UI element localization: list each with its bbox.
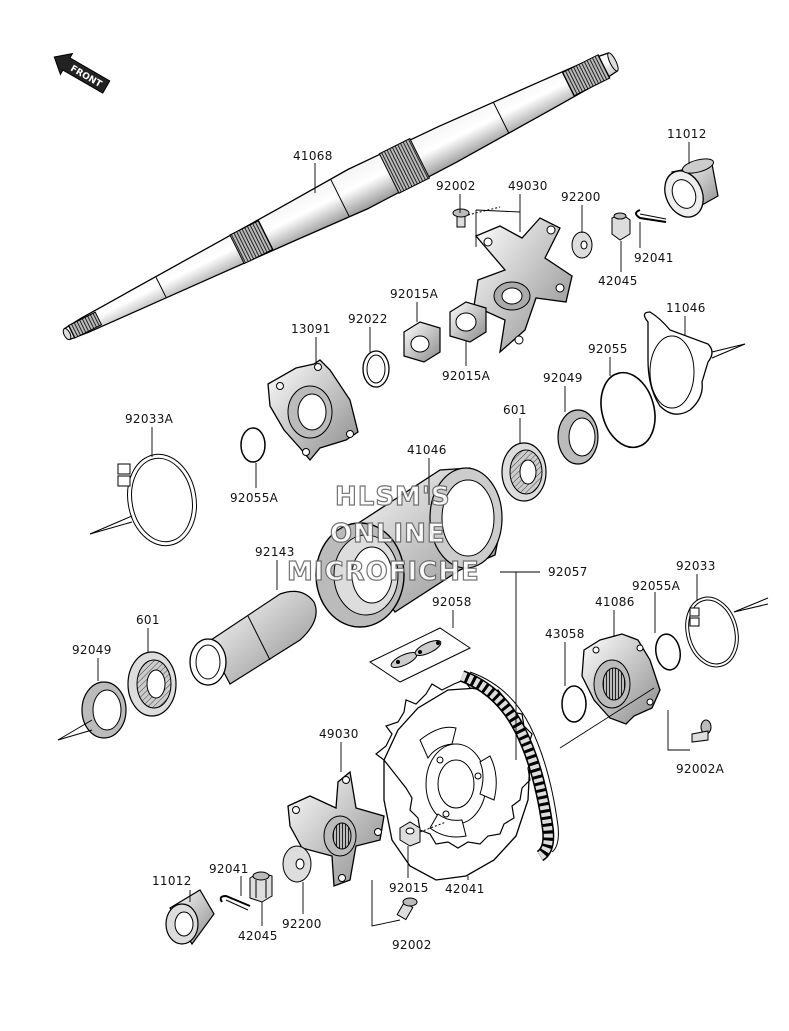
label-92143: 92143 (255, 545, 295, 559)
bolt-92002-top (452, 206, 501, 228)
label-92055A-right: 92055A (632, 579, 681, 593)
hub-flange-41086 (581, 633, 661, 725)
drive-chain-92057 (459, 670, 559, 862)
label-41086: 41086 (595, 595, 635, 609)
nut-92015 (399, 821, 447, 847)
flange-13091 (267, 359, 359, 462)
front-arrow-icon: FRONT (53, 52, 111, 94)
label-92033A: 92033A (125, 412, 174, 426)
label-11012-top: 11012 (667, 127, 707, 141)
label-92200-top: 92200 (561, 190, 601, 204)
collar-92143 (189, 590, 317, 686)
label-11012-bottom: 11012 (152, 874, 192, 888)
label-11046: 11046 (666, 301, 706, 315)
label-601-right: 601 (503, 403, 527, 417)
cap-11012-top (664, 158, 719, 218)
watermark-line-1: HLSM'S (335, 482, 451, 512)
nut-42045-bottom (249, 871, 273, 903)
label-41046: 41046 (407, 443, 447, 457)
axle-shaft (62, 52, 619, 341)
leader-lines (97, 142, 698, 927)
shim-92022 (362, 350, 390, 388)
watermark-line-3: MICROFICHE (287, 557, 480, 587)
label-92049-left: 92049 (72, 643, 112, 657)
label-41068: 41068 (293, 149, 333, 163)
label-92049-right: 92049 (543, 371, 583, 385)
label-13091: 13091 (291, 322, 331, 336)
o-ring-92055A-left (240, 427, 266, 463)
nut-92015A-1 (403, 321, 441, 363)
cotter-pin-92041-top (635, 209, 667, 223)
seal-92049-right (557, 409, 599, 465)
guard-11046 (643, 311, 746, 415)
label-92055: 92055 (588, 342, 628, 356)
label-92055A-left: 92055A (230, 491, 279, 505)
label-92015A-2: 92015A (442, 369, 491, 383)
watermark-line-2: ONLINE (330, 519, 446, 549)
hub-housing-41046 (315, 467, 503, 628)
washer-92200-bottom (282, 845, 312, 883)
bearing-601-right (501, 442, 547, 502)
label-92015: 92015 (389, 881, 429, 895)
label-49030-bottom: 49030 (319, 727, 359, 741)
chain-joint-92058 (368, 627, 472, 683)
label-92022: 92022 (348, 312, 388, 326)
cotter-pin-92041-bottom (219, 894, 251, 911)
label-92015A-1: 92015A (390, 287, 439, 301)
label-92002A: 92002A (676, 762, 725, 776)
label-92200-bottom: 92200 (282, 917, 322, 931)
bolt-92002-bottom (396, 897, 418, 921)
label-49030-top: 49030 (508, 179, 548, 193)
washer-92200-top (571, 231, 593, 259)
label-92057: 92057 (548, 565, 588, 579)
label-92041-bottom: 92041 (209, 862, 249, 876)
label-43058: 43058 (545, 627, 585, 641)
sprocket-hub-49030-top (473, 217, 573, 354)
o-ring-92055A-right (655, 633, 681, 671)
bearing-601-left (127, 651, 177, 717)
label-92041-top: 92041 (634, 251, 674, 265)
circlip-92033 (685, 596, 769, 668)
o-ring-92055 (600, 371, 656, 449)
shim-43058 (561, 685, 587, 723)
label-92002-bottom: 92002 (392, 938, 432, 952)
label-92058: 92058 (432, 595, 472, 609)
watermark: HLSM'S ONLINE MICROFICHE (286, 481, 480, 587)
circlip-92033A (89, 453, 197, 547)
sprocket-hub-49030-bottom (287, 770, 385, 887)
nut-92015A-2 (449, 301, 487, 343)
label-42045-bottom: 42045 (238, 929, 278, 943)
label-601-left: 601 (136, 613, 160, 627)
nut-42045-top (611, 212, 631, 241)
label-42045-top: 42045 (598, 274, 638, 288)
cap-11012-bottom (165, 889, 215, 946)
seal-92049-left (57, 681, 127, 741)
label-92033: 92033 (676, 559, 716, 573)
label-42041: 42041 (445, 882, 485, 896)
label-92002-top: 92002 (436, 179, 476, 193)
part-labels: 41068 11012 92002 49030 92200 42045 9204… (72, 127, 725, 952)
bolt-92002A (691, 719, 712, 743)
